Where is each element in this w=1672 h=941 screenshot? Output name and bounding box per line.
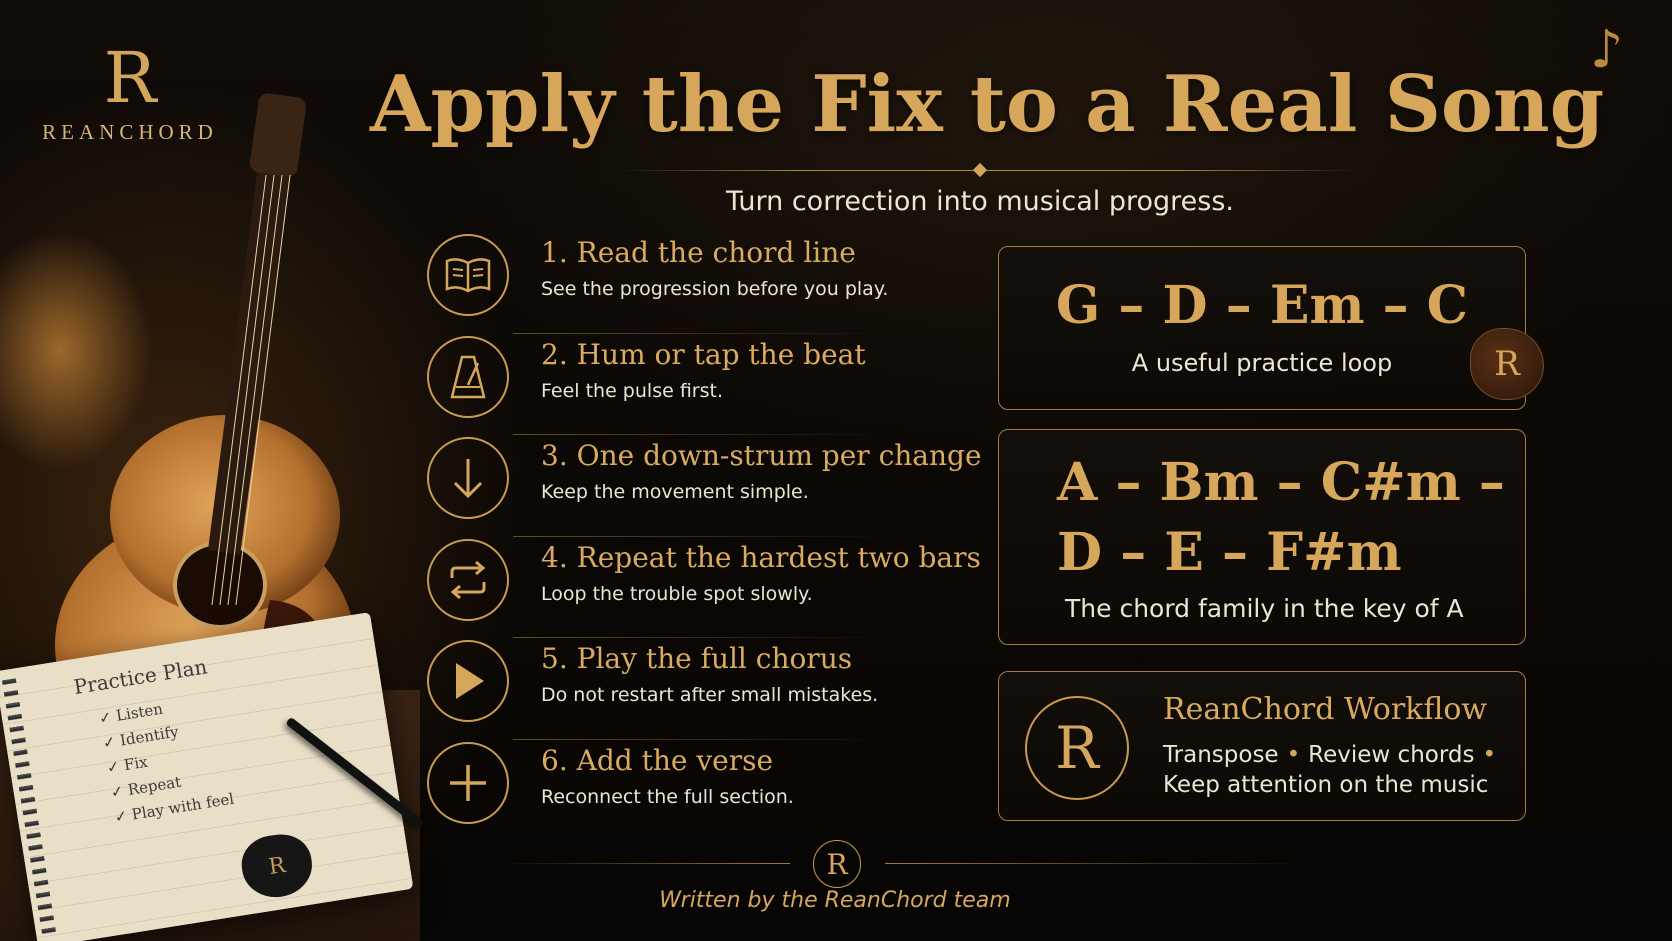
step-divider [513,434,893,435]
chord-family-line-2: D – E – F#m [1057,522,1402,583]
chord-family-line-1: A – Bm – C#m – [1057,452,1505,513]
practice-loop-card: G – D – Em – C A useful practice loop [998,246,1526,410]
step-description: Reconnect the full section. [541,785,794,808]
card-caption: A useful practice loop [1131,349,1393,377]
step-title: 6. Add the verse [541,743,774,777]
book-icon [427,234,509,316]
page-subtitle: Turn correction into musical progress. [726,186,1234,217]
step-item: 2. Hum or tap the beat Feel the pulse fi… [425,334,945,435]
step-divider [513,637,893,638]
step-description: Keep the movement simple. [541,481,809,503]
step-divider [513,738,893,740]
notebook-title: Practice Plan [72,654,209,700]
steps-list: 1. Read the chord line See the progressi… [425,232,982,842]
workflow-title: ReanChord Workflow [1163,692,1488,727]
metronome-icon [427,335,509,418]
plus-icon [427,741,509,824]
arrow-down-icon [427,437,509,519]
repeat-icon [427,538,509,621]
step-item: 3. One down-strum per change Keep the mo… [425,435,982,537]
practice-notebook: Practice Plan ✓ Listen ✓ Identify ✓ Fix … [0,612,414,941]
step-title: 4. Repeat the hardest two bars [541,540,981,574]
pick-badge: R [1470,328,1544,400]
footer-credit: Written by the ReanChord team [659,888,1011,913]
workflow-line-1: Transpose • Review chords • [1163,742,1504,768]
step-title: 2. Hum or tap the beat [541,337,866,371]
chord-progression: G – D – Em – C [1055,275,1469,336]
step-divider [513,332,893,334]
brand-mark: R [103,37,157,119]
step-divider [513,535,893,537]
step-item: 4. Repeat the hardest two bars Loop the … [425,537,981,638]
guitar-scene: Practice Plan ✓ Listen ✓ Identify ✓ Fix … [0,0,425,941]
brand-logo: R REANCHORD [30,38,230,145]
bullet-separator: • [1286,742,1301,768]
step-title: 3. One down-strum per change [541,439,982,472]
footer-divider-right [885,863,1305,864]
step-description: Loop the trouble spot slowly. [541,582,813,605]
footer-logo: R [813,840,861,888]
notebook-list: ✓ Listen ✓ Identify ✓ Fix ✓ Repeat ✓ Pla… [98,691,237,833]
step-title: 1. Read the chord line [541,236,856,269]
music-note-icon: ♪ [1590,20,1624,80]
workflow-card: R ReanChord Workflow Transpose • Review ch… [998,671,1526,821]
guitar-soundhole [173,541,267,629]
play-icon [427,640,509,722]
lamp-glow [0,220,160,480]
workflow-logo: R [1025,696,1129,800]
step-item: 1. Read the chord line See the progressi… [425,232,945,334]
chord-family-card: A – Bm – C#m – D – E – F#m The chord fam… [998,429,1526,645]
step-description: Do not restart after small mistakes. [541,684,879,706]
workflow-item: Review chords [1308,742,1475,768]
step-item: 6. Add the verse Reconnect the full sect… [425,740,945,842]
guitar-headstock [249,93,307,177]
workflow-item: Transpose [1163,742,1279,768]
page-title: Apply the Fix to a Real Song [370,59,1605,150]
workflow-item: Keep attention on the music [1163,772,1489,798]
workflow-line-2: Keep attention on the music [1163,772,1488,798]
step-title: 5. Play the full chorus [541,642,853,675]
step-description: Feel the pulse first. [541,379,723,402]
step-item: 5. Play the full chorus Do not restart a… [425,638,945,740]
step-description: See the progression before you play. [541,278,889,300]
footer-divider-left [500,863,790,864]
card-caption: The chord family in the key of A [1065,594,1464,623]
brand-name: REANCHORD [42,120,218,144]
bullet-separator: • [1482,742,1497,768]
title-divider [620,170,1360,171]
